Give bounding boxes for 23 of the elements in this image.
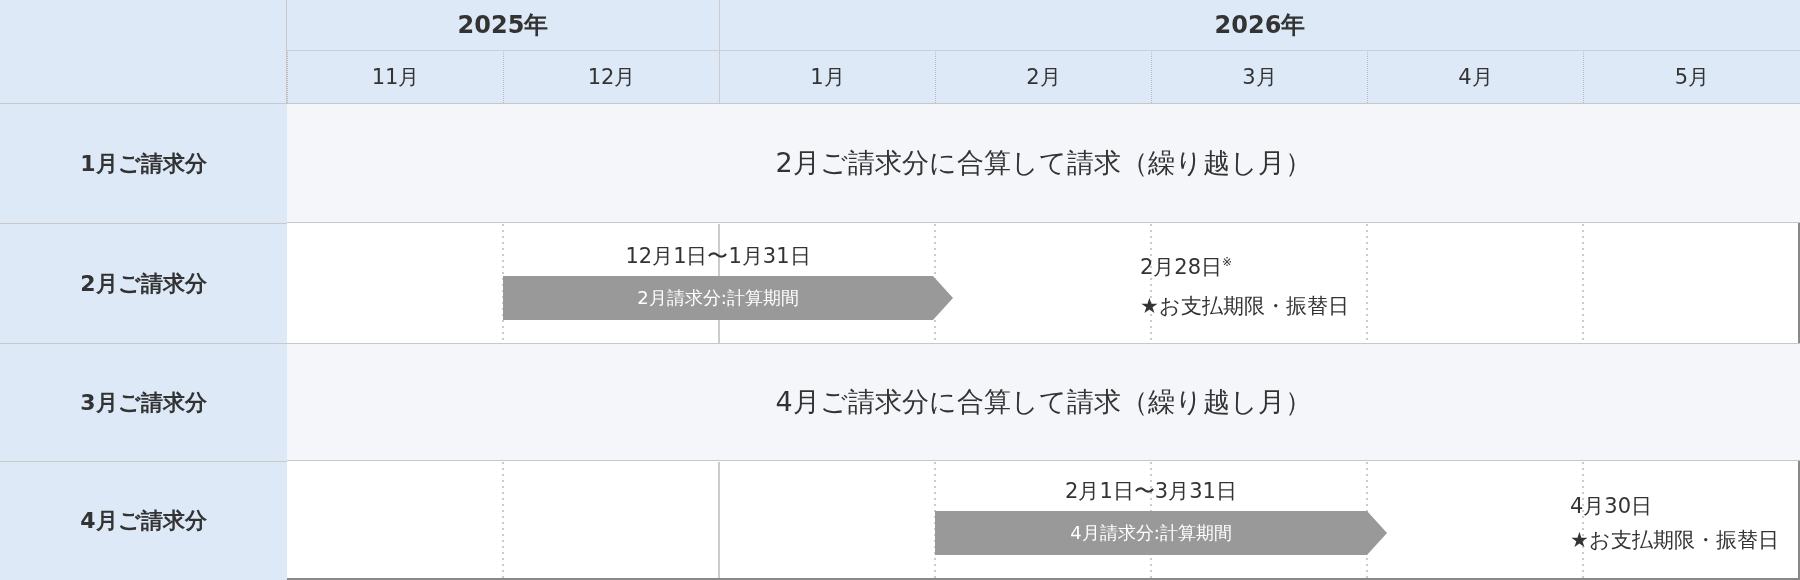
arrow-bar: 4月請求分:計算期間	[935, 511, 1387, 555]
row-header: 1月ご請求分	[0, 103, 287, 223]
row-header: 2月ご請求分	[0, 223, 287, 343]
month-header: 12月	[503, 50, 719, 103]
carryover-note: 2月ご請求分に合算して請求（繰り越し月）	[287, 103, 1800, 223]
arrow-bar: 2月請求分:計算期間	[503, 276, 953, 320]
due-note: ★お支払期限・振替日	[1140, 293, 1349, 320]
carryover-note: 4月ご請求分に合算して請求（繰り越し月）	[287, 343, 1800, 461]
due-date: 4月30日	[1570, 493, 1653, 520]
month-header: 11月	[287, 50, 503, 103]
due-note: ★お支払期限・振替日	[1570, 527, 1779, 554]
month-header: 5月	[1583, 50, 1800, 103]
row-header: 3月ご請求分	[0, 343, 287, 461]
month-header: 1月	[719, 50, 935, 103]
date-range: 2月1日〜3月31日	[1065, 479, 1237, 503]
year-header: 2026年	[719, 0, 1800, 50]
month-header: 3月	[1151, 50, 1367, 103]
month-header: 2月	[935, 50, 1151, 103]
month-header: 4月	[1367, 50, 1583, 103]
row-header: 4月ご請求分	[0, 461, 287, 580]
date-range: 12月1日〜1月31日	[625, 244, 811, 268]
year-header: 2025年	[287, 0, 719, 50]
due-date: 2月28日$^{※}$	[1140, 254, 1233, 281]
